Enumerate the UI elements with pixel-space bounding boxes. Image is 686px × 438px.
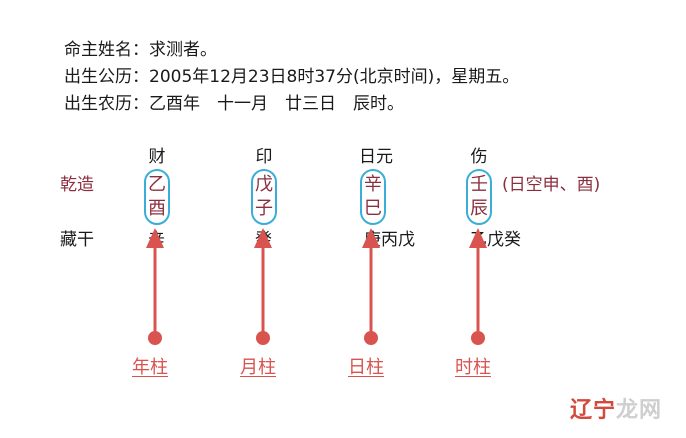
canggan-label: 藏干 bbox=[60, 230, 94, 250]
day-zhi: 巳 bbox=[364, 198, 382, 219]
day-arrow bbox=[362, 228, 380, 345]
year-gan: 乙 bbox=[148, 174, 166, 195]
year-arrow bbox=[146, 228, 164, 345]
site-watermark: 辽宁龙网 bbox=[570, 392, 662, 424]
year-oval bbox=[144, 169, 170, 225]
month-oval bbox=[251, 169, 277, 225]
month-shishen: 印 bbox=[255, 147, 273, 167]
hour-oval bbox=[466, 169, 492, 225]
month-pillar-label: 月柱 bbox=[240, 357, 276, 378]
year-pillar-label: 年柱 bbox=[132, 357, 168, 378]
hour-shishen: 伤 bbox=[470, 147, 488, 167]
solar-date-line: 出生公历：2005年12月23日8时37分(北京时间)，星期五。 bbox=[64, 67, 520, 87]
month-zhi: 子 bbox=[255, 198, 273, 219]
kongwang-note: (日空申、酉) bbox=[502, 175, 601, 195]
month-pillar: 印 戊 子 bbox=[247, 147, 281, 227]
day-pillar: 日元 辛 巳 bbox=[356, 147, 402, 227]
hour-arrow bbox=[469, 228, 487, 345]
day-pillar-label: 日柱 bbox=[348, 357, 384, 378]
day-gan: 辛 bbox=[364, 174, 382, 195]
hour-zhi: 辰 bbox=[470, 198, 488, 219]
qianzao-label: 乾造 bbox=[60, 175, 94, 195]
lunar-date-line: 出生农历：乙酉年 十一月 廿三日 辰时。 bbox=[64, 94, 404, 114]
watermark-text-1: 辽宁 bbox=[569, 398, 616, 423]
hour-gan: 壬 bbox=[470, 174, 488, 195]
name-line: 命主姓名：求测者。 bbox=[64, 40, 217, 60]
year-shishen: 财 bbox=[148, 147, 166, 167]
year-pillar: 财 乙 酉 bbox=[140, 147, 174, 227]
day-oval bbox=[360, 169, 386, 225]
year-zhi: 酉 bbox=[148, 198, 166, 219]
hour-pillar: 伤 壬 辰 bbox=[462, 147, 496, 227]
month-arrow bbox=[254, 228, 272, 345]
day-shishen: 日元 bbox=[359, 147, 393, 167]
month-gan: 戊 bbox=[255, 174, 273, 195]
watermark-text-2: 龙网 bbox=[615, 398, 662, 423]
hour-pillar-label: 时柱 bbox=[455, 357, 491, 378]
